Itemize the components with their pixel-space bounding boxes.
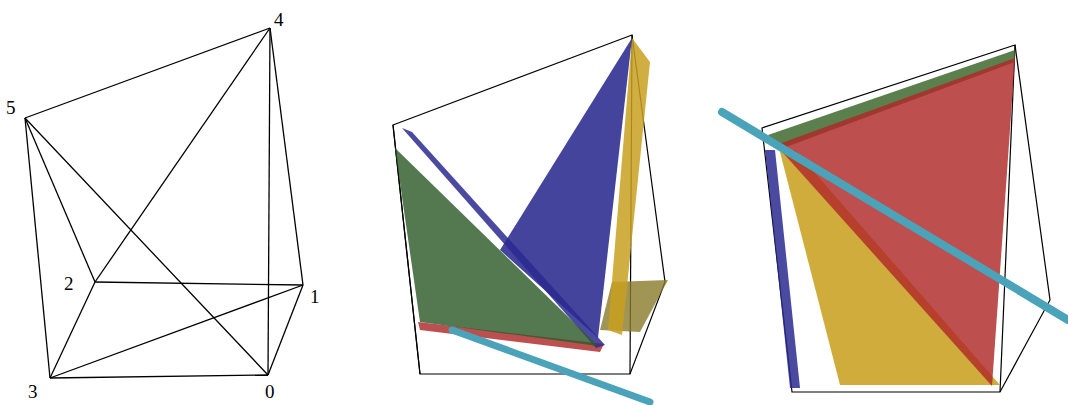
vertex-number: 4 [274,10,284,29]
vertex-number: 3 [28,382,38,401]
vertex-number: 1 [310,287,320,306]
wireframe [25,28,303,378]
vertex-number: 2 [64,274,74,293]
right-panel [722,45,1068,392]
vertex-number: 0 [265,382,275,401]
vertex-number: 5 [6,98,16,117]
middle-panel [393,35,668,402]
